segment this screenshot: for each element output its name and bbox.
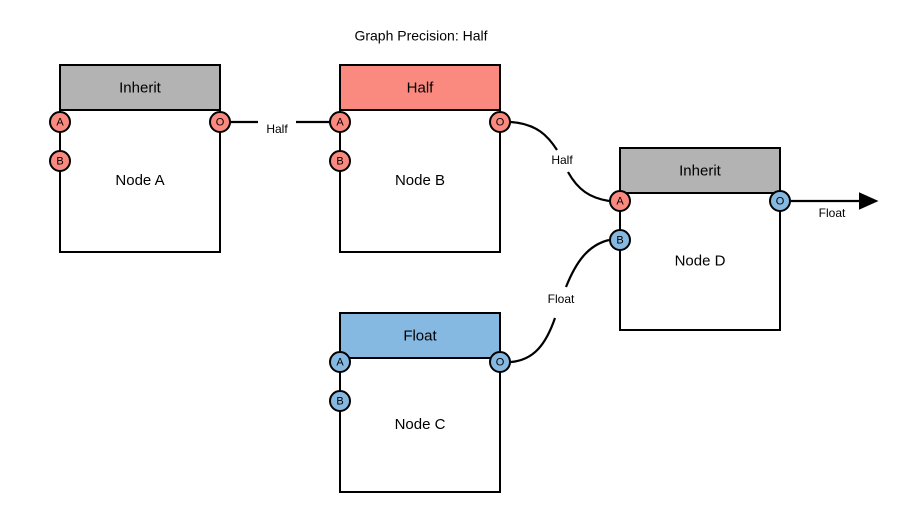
edge-edge-b-to-d: Half (510, 120, 610, 203)
port-output-O[interactable]: O (769, 190, 791, 212)
port-circle[interactable] (489, 111, 511, 133)
port-circle[interactable] (49, 150, 71, 172)
port-input-A[interactable]: A (329, 351, 351, 373)
node-header-label: Float (403, 327, 437, 344)
port-circle[interactable] (329, 150, 351, 172)
node-header[interactable] (339, 64, 501, 111)
node-header-label: Half (407, 79, 435, 96)
port-input-B[interactable]: B (49, 150, 71, 172)
port-label: A (616, 196, 624, 208)
port-input-B[interactable]: B (329, 150, 351, 172)
page-title: Graph Precision: Half (354, 28, 487, 44)
edge-line (510, 120, 558, 151)
port-circle[interactable] (609, 229, 631, 251)
port-circle[interactable] (609, 190, 631, 212)
port-output-O[interactable]: O (209, 111, 231, 133)
port-label: A (336, 357, 344, 369)
port-output-O[interactable]: O (489, 111, 511, 133)
port-circle[interactable] (329, 351, 351, 373)
edge-label: Half (266, 122, 288, 136)
port-label: O (496, 357, 505, 369)
port-label: A (336, 117, 344, 129)
port-input-A[interactable]: A (49, 111, 71, 133)
node-label: Node D (675, 252, 726, 269)
port-label: B (336, 156, 343, 168)
port-circle[interactable] (209, 111, 231, 133)
port-label: A (56, 117, 64, 129)
port-label: B (56, 156, 63, 168)
port-label: O (496, 117, 505, 129)
port-label: O (216, 117, 225, 129)
port-input-B[interactable]: B (329, 390, 351, 412)
port-input-A[interactable]: A (329, 111, 351, 133)
port-label: B (336, 396, 343, 408)
edge-label: Float (548, 292, 575, 306)
node-label: Node B (395, 172, 445, 189)
port-label: O (776, 196, 785, 208)
port-circle[interactable] (489, 351, 511, 373)
edge-line (564, 238, 610, 288)
edge-line (567, 171, 610, 203)
edge-label: Float (819, 206, 846, 220)
port-input-B[interactable]: B (609, 229, 631, 251)
node-header[interactable] (339, 312, 501, 359)
port-output-O[interactable]: O (489, 351, 511, 373)
edge-edge-d-output: Float (791, 192, 879, 220)
node-label: Node C (395, 416, 446, 433)
edge-edge-c-to-d: Float (510, 238, 610, 364)
node-header[interactable] (59, 64, 221, 111)
port-circle[interactable] (329, 111, 351, 133)
node-header-label: Inherit (679, 162, 722, 179)
node-header[interactable] (619, 147, 781, 194)
edge-line (510, 317, 557, 364)
port-circle[interactable] (49, 111, 71, 133)
port-circle[interactable] (329, 390, 351, 412)
port-circle[interactable] (769, 190, 791, 212)
node-label: Node A (115, 172, 164, 189)
node-header-label: Inherit (119, 79, 162, 96)
port-input-A[interactable]: A (609, 190, 631, 212)
edge-edge-a-to-b: Half (231, 120, 329, 136)
port-label: B (616, 235, 623, 247)
edge-label: Half (551, 153, 573, 167)
